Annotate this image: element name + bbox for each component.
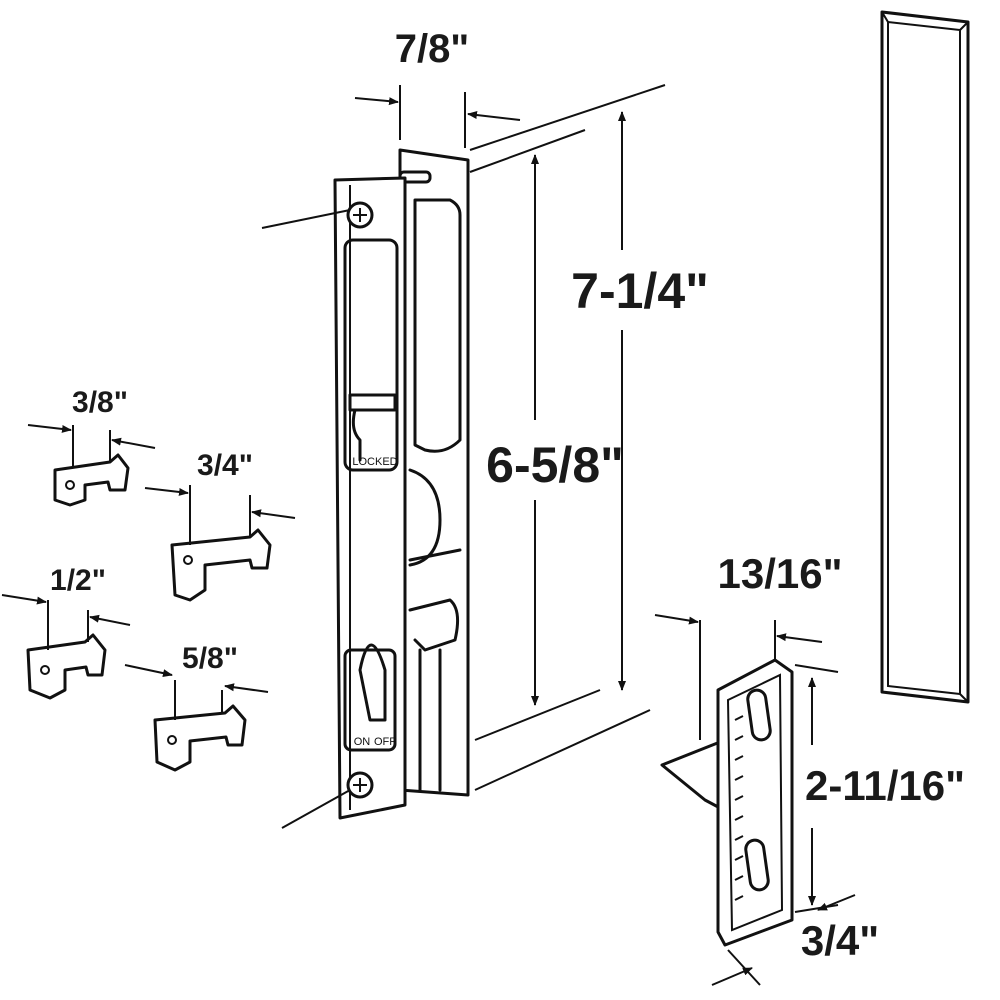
off-label: OFF: [374, 736, 396, 748]
dim-cam-b: 3/4": [197, 449, 253, 482]
keeper-dimensions: 13/16" 2-11/16" 3/4": [654, 550, 965, 986]
keeper: [660, 658, 794, 947]
cam-3-8: 3/8": [27, 386, 156, 507]
screw-icon: [346, 201, 374, 229]
cam-3-4: 3/4": [144, 449, 296, 602]
dim-cam-a: 3/8": [72, 386, 128, 419]
handle-assembly: LOCKED ON OFF: [261, 148, 470, 829]
dim-cam-d: 5/8": [182, 642, 238, 675]
handle-dimensions: 7/8" 7-1/4" 6-5/8": [354, 27, 709, 791]
dim-overall-length: 7-1/4": [571, 263, 709, 319]
locked-label: LOCKED: [352, 456, 397, 468]
dim-handle-width: 7/8": [395, 27, 470, 71]
cam-1-2: 1/2": [1, 564, 131, 700]
trim-strip: [880, 10, 970, 704]
dim-keeper-depth: 3/4": [801, 917, 879, 964]
dim-cam-c: 1/2": [50, 564, 106, 597]
dim-keeper-height: 2-11/16": [805, 762, 965, 809]
dim-keeper-width: 13/16": [717, 550, 842, 597]
cam-5-8: 5/8": [124, 642, 269, 772]
on-label: ON: [354, 736, 371, 748]
dim-hole-spacing: 6-5/8": [486, 437, 624, 493]
screw-icon: [346, 771, 374, 799]
